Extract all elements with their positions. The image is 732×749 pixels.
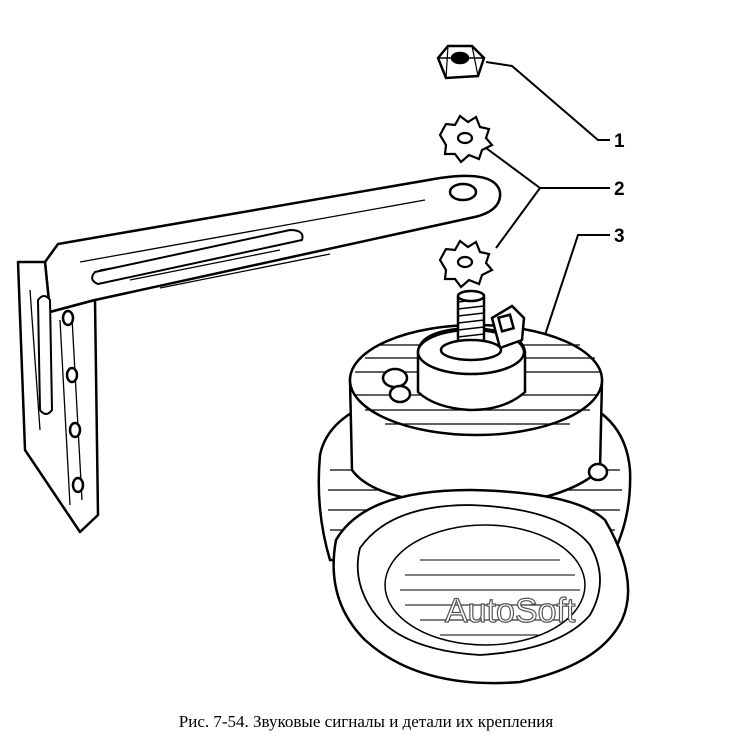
mounting-bracket [16, 174, 502, 534]
callout-1: 1 [614, 131, 625, 152]
horn-3 [317, 289, 632, 685]
callout-2: 2 [614, 179, 625, 200]
leader-lines [485, 61, 610, 336]
watermark: AutoSoft [445, 592, 576, 630]
washers-2 [438, 114, 494, 289]
figure-caption: Рис. 7-54. Звуковые сигналы и детали их … [178, 712, 554, 731]
nut-1 [436, 44, 486, 80]
callout-3: 3 [614, 226, 625, 247]
